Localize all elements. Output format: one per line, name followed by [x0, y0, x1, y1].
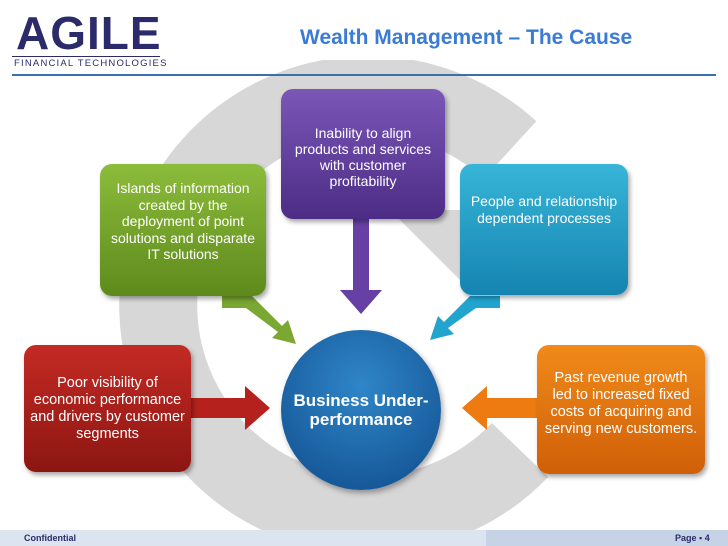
orange-arrow [462, 386, 537, 430]
cause-box-orange: Past revenue growth led to increased fix… [537, 345, 705, 474]
red-arrow [191, 386, 270, 430]
footer-page-bar [486, 530, 728, 546]
footer-confidential: Confidential [24, 533, 76, 543]
green-arrow [222, 296, 296, 344]
center-circle: Business Under-performance [281, 330, 441, 490]
purple-arrow [340, 219, 382, 314]
title-divider [12, 74, 716, 76]
cause-box-teal: People and relationship dependent proces… [460, 164, 628, 295]
company-logo-subtitle: FINANCIAL TECHNOLOGIES [14, 58, 168, 69]
logo-underline [12, 56, 160, 57]
cause-box-red: Poor visibility of economic performance … [24, 345, 191, 472]
slide-title: Wealth Management – The Cause [300, 26, 633, 49]
cause-box-green: Islands of information created by the de… [100, 164, 266, 296]
teal-arrow [430, 296, 500, 340]
footer-page-number: Page ▪ 4 [675, 533, 710, 543]
cause-box-purple: Inability to align products and services… [281, 89, 445, 219]
company-logo: AGILE [16, 7, 162, 59]
